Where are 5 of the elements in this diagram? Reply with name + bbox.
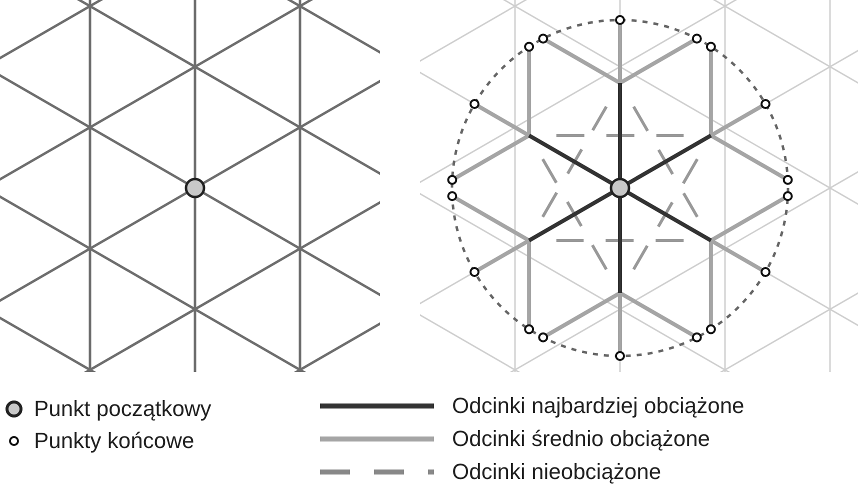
legend-label: Odcinki średnio obciążone <box>452 426 710 452</box>
legend-label: Odcinki nieobciążone <box>452 459 662 485</box>
legend-label: Punkty końcowe <box>34 428 194 454</box>
legend-label: Punkt początkowy <box>34 396 212 422</box>
legend-label: Odcinki najbardziej obciążone <box>452 393 744 419</box>
